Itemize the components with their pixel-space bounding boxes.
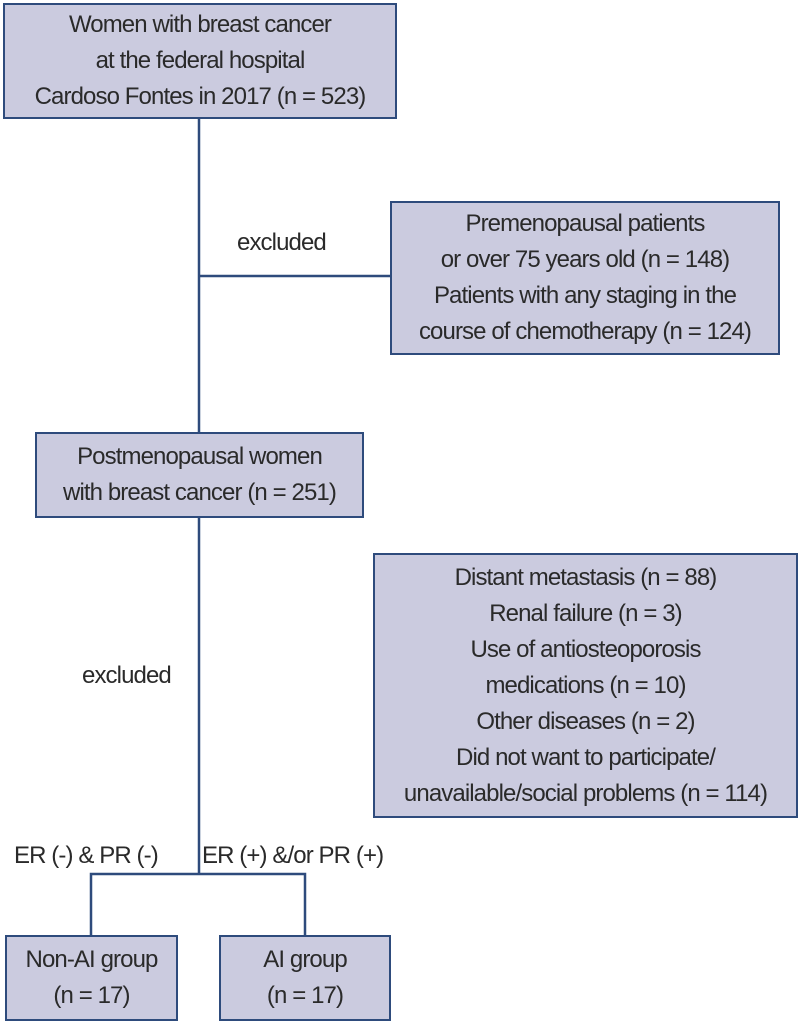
box-initial-population: Women with breast cancer at the federal … — [3, 3, 397, 119]
box-line: Distant metastasis (n = 88) — [454, 563, 718, 591]
box-line: Postmenopausal women — [77, 443, 323, 470]
box-line: Non-AI group — [25, 946, 159, 973]
box-line: course of chemotherapy (n = 124) — [418, 318, 752, 345]
box-line: with breast cancer (n = 251) — [63, 479, 337, 506]
box-line: Did not want to participate/ — [456, 743, 716, 771]
box-line: (n = 17) — [53, 982, 130, 1009]
label-excluded-1: excluded — [237, 229, 327, 256]
box-line: Other diseases (n = 2) — [476, 707, 695, 735]
box-exclusion-1: Premenopausal patients or over 75 years … — [390, 201, 780, 355]
label-er-negative: ER (-) & PR (-) — [14, 842, 159, 869]
box-line: Cardoso Fontes in 2017 (n = 523) — [34, 83, 367, 110]
box-line: at the federal hospital — [95, 47, 306, 74]
box-line: or over 75 years old (n = 148) — [440, 246, 730, 273]
box-line: unavailable/social problems (n = 114) — [403, 779, 768, 807]
box-postmenopausal: Postmenopausal women with breast cancer … — [35, 432, 364, 518]
box-line: Patients with any staging in the — [433, 282, 737, 309]
box-line: Renal failure (n = 3) — [489, 599, 682, 627]
box-line: (n = 17) — [266, 982, 344, 1009]
box-ai-group: AI group (n = 17) — [219, 935, 391, 1021]
label-excluded-2: excluded — [82, 662, 172, 689]
box-line: Women with breast cancer — [68, 11, 332, 38]
label-er-positive: ER (+) &/or PR (+) — [202, 842, 384, 869]
connector-split — [89, 872, 307, 935]
box-line: medications (n = 10) — [485, 671, 686, 699]
box-non-ai-group: Non-AI group (n = 17) — [5, 935, 178, 1021]
box-line: AI group — [263, 946, 347, 973]
box-exclusion-2: Distant metastasis (n = 88) Renal failur… — [373, 553, 798, 818]
box-line: Premenopausal patients — [465, 210, 705, 237]
box-line: Use of antiosteoporosis — [470, 635, 701, 663]
